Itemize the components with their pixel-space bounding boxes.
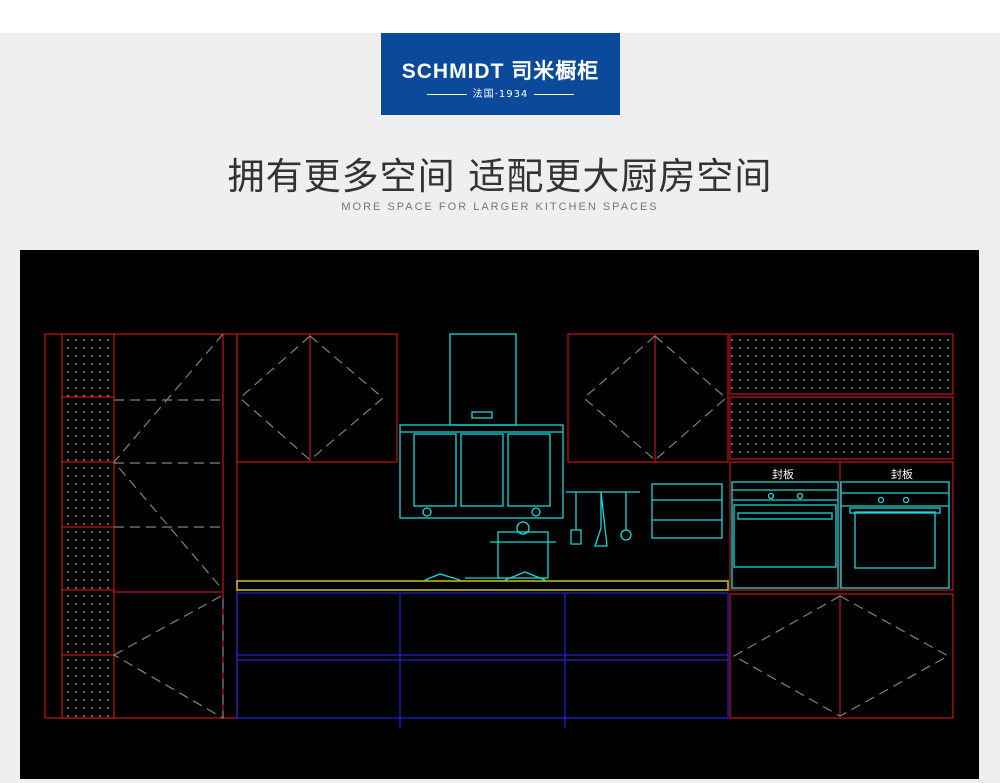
page-title: 拥有更多空间 适配更大厨房空间: [227, 155, 773, 198]
logo-brand: SCHMIDT 司米橱柜: [401, 60, 600, 83]
base-cabinets: [236, 592, 729, 728]
door-swing-lines: [112, 333, 950, 720]
panel-label-1: 封板: [772, 467, 794, 481]
panel-label-2: 封板: [891, 467, 913, 481]
appliances: [399, 333, 950, 589]
cabinets: [44, 333, 954, 719]
logo-tagline: 法国·1934: [381, 85, 620, 100]
top-band: [0, 0, 1000, 33]
kitchen-cad-drawing: 封板 封板: [20, 250, 979, 779]
kitchen-elevation: 封板 封板: [44, 333, 954, 728]
page-subtitle: MORE SPACE FOR LARGER KITCHEN SPACES: [341, 201, 659, 213]
countertop: [236, 580, 729, 591]
brand-logo: SCHMIDT 司米橱柜 法国·1934: [381, 33, 620, 115]
